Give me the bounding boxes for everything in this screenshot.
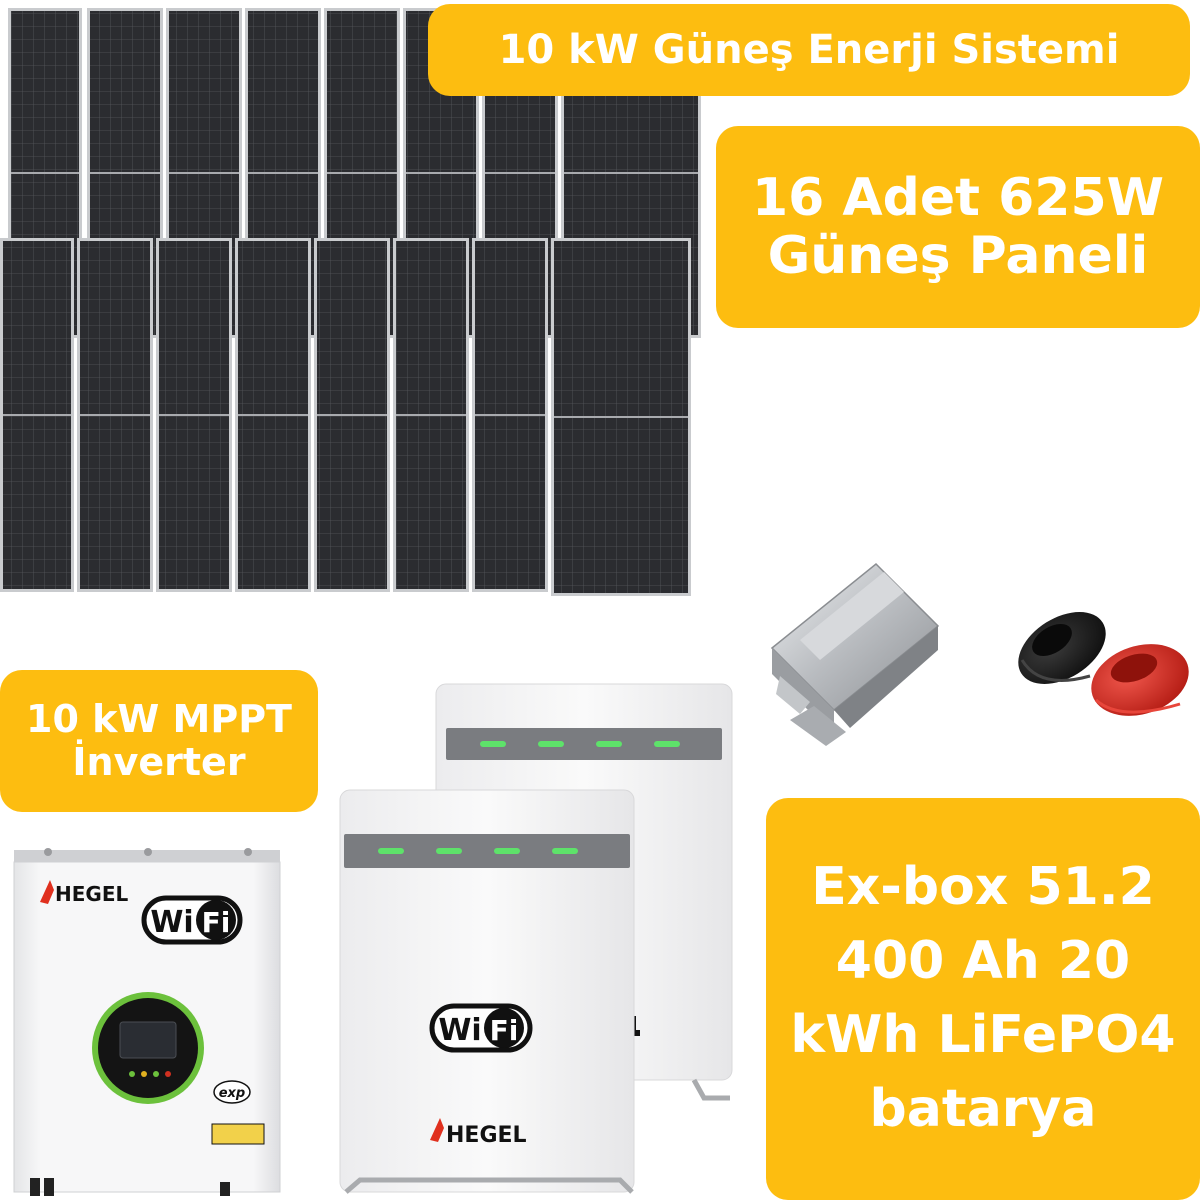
wifi-badge-left: Wi [438, 1013, 481, 1048]
solar-cable-spools [1018, 612, 1189, 716]
battery-led [436, 848, 462, 854]
battery-led [654, 741, 680, 747]
battery-label-badge: Ex-box 51.2 400 Ah 20 kWh LiFePO4 batary… [766, 798, 1200, 1200]
inverter-warning-label [211, 1123, 265, 1145]
inverter-unit: HEGEL Wi Fi exp [13, 848, 281, 1196]
model-tag-text: exp [219, 1086, 246, 1101]
solar-panel [235, 238, 311, 592]
battery-led [378, 848, 404, 854]
inverter-display-panel [92, 992, 204, 1104]
battery-wifi-badge: Wi Fi [429, 1003, 533, 1053]
solar-panel [314, 238, 390, 592]
wifi-badge-right: Fi [202, 906, 231, 939]
solar-panel [472, 238, 548, 592]
panels-label-line: 16 Adet 625W [751, 167, 1165, 228]
battery-label-line: kWh LiFePO4 [790, 1005, 1176, 1065]
battery-brand-logo: HEGEL [430, 1118, 527, 1148]
mounting-rail [770, 562, 940, 746]
inverter-brand: HEGEL [55, 882, 128, 906]
inverter-label-badge: 10 kW MPPT İnverter [0, 670, 318, 812]
inverter-label-line: 10 kW MPPT [26, 697, 292, 742]
solar-panel [393, 238, 469, 592]
solar-panel [77, 238, 153, 592]
wifi-badge-right: Fi [490, 1014, 519, 1047]
panels-label-line: Güneş Paneli [767, 226, 1149, 286]
solar-panel [551, 238, 691, 596]
wifi-badge-left: Wi [150, 905, 193, 940]
battery-led [552, 848, 578, 854]
battery-unit-front: Wi Fi HEGEL [339, 789, 635, 1194]
battery-led [596, 741, 622, 747]
inverter-brand-logo: HEGEL [40, 880, 128, 906]
black-cable-spool [1018, 612, 1106, 684]
solar-panel [156, 238, 232, 592]
battery-label-line: Ex-box 51.2 [811, 857, 1155, 918]
battery-led [480, 741, 506, 747]
battery-brand: HEGEL [446, 1123, 527, 1148]
system-title: 10 kW Güneş Enerji Sistemi [498, 26, 1120, 73]
battery-label-line: batarya [869, 1078, 1097, 1139]
inverter-wifi-badge: Wi Fi [141, 895, 243, 945]
battery-led [494, 848, 520, 854]
solar-panels-front-row [0, 238, 691, 596]
solar-panel [0, 238, 74, 592]
system-title-badge: 10 kW Güneş Enerji Sistemi [428, 4, 1190, 96]
inverter-model-tag: exp [213, 1080, 251, 1104]
battery-led [538, 741, 564, 747]
battery-label-line: 400 Ah 20 [835, 931, 1131, 992]
panels-label-badge: 16 Adet 625W Güneş Paneli [716, 126, 1200, 328]
inverter-label-line: İnverter [72, 740, 246, 784]
red-cable-spool [1091, 644, 1189, 716]
